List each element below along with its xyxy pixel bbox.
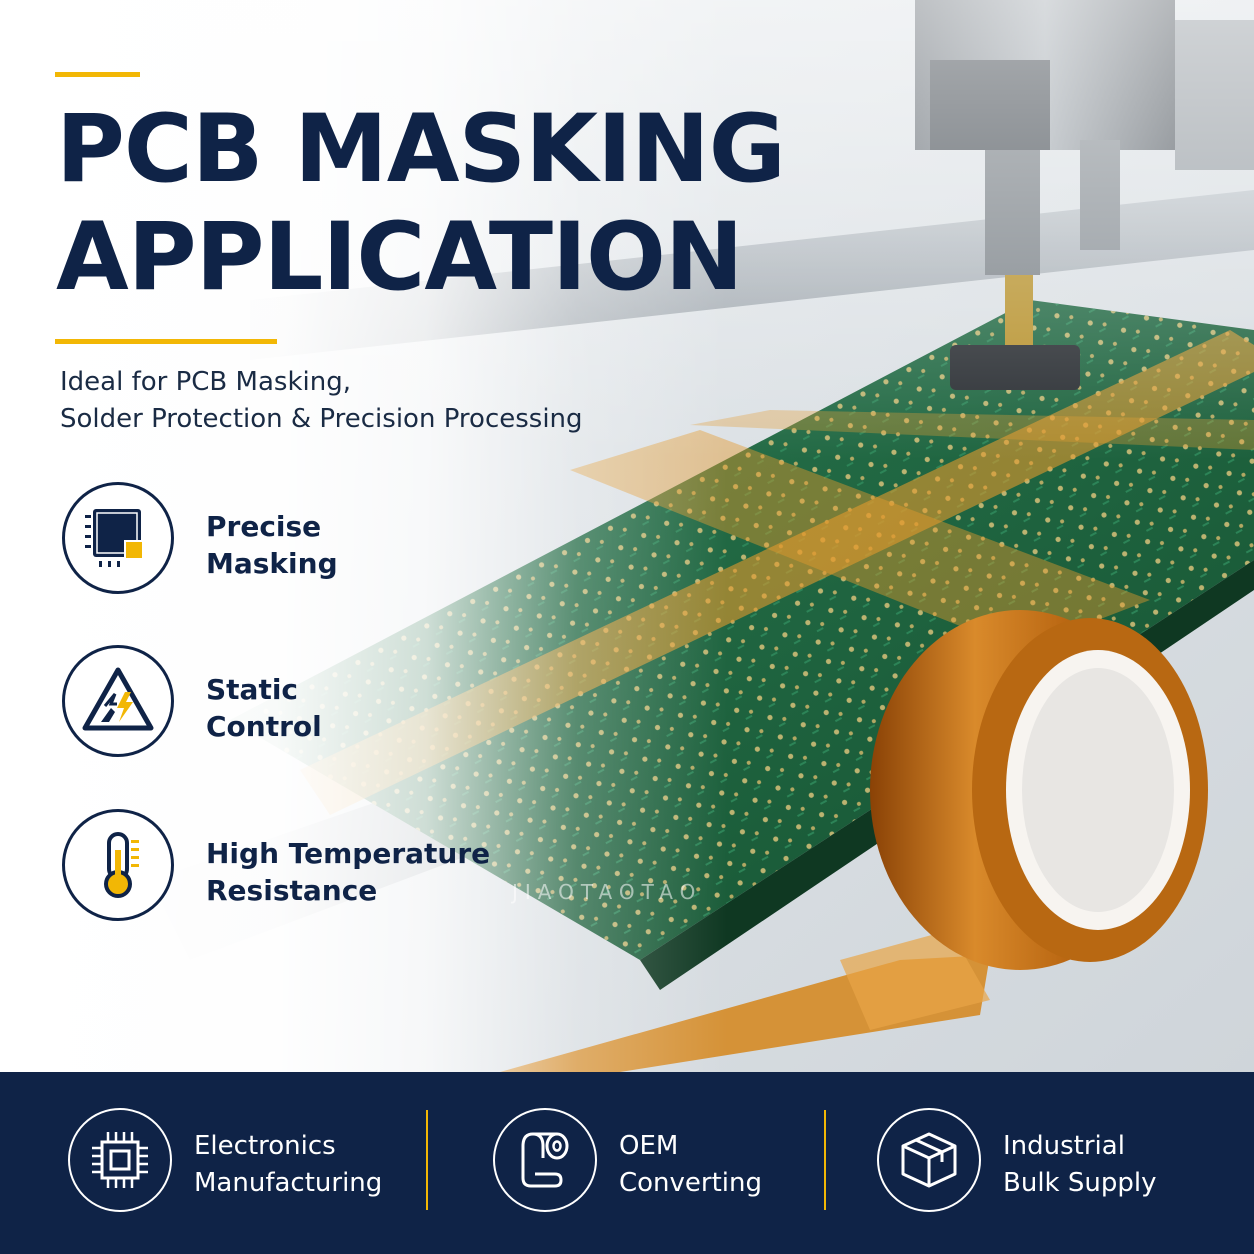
- static-warning-icon: [82, 667, 154, 731]
- feature-label-line-2: Resistance: [206, 874, 378, 907]
- box-icon: [901, 1132, 957, 1188]
- watermark: JIAOTAOTAO: [512, 880, 703, 904]
- footer-label-line-2: Converting: [619, 1168, 763, 1198]
- feature-label: Static Control: [206, 671, 322, 745]
- feature-label: Precise Masking: [206, 508, 338, 582]
- accent-bar-bottom: [55, 339, 277, 344]
- footer-divider: [426, 1110, 428, 1210]
- subtitle: Ideal for PCB Masking, Solder Protection…: [60, 364, 583, 438]
- feature-label: High Temperature Resistance: [206, 835, 490, 909]
- footer-icon-circle: [877, 1108, 981, 1212]
- processor-icon: [92, 1132, 148, 1188]
- feature-static-control: Static Control: [62, 645, 482, 763]
- subtitle-line-1: Ideal for PCB Masking,: [60, 367, 351, 397]
- feature-label-line-1: Static: [206, 673, 299, 706]
- feature-precise-masking: Precise Masking: [62, 482, 482, 600]
- footer-label-line-1: OEM: [619, 1131, 679, 1161]
- subtitle-line-2: Solder Protection & Precision Processing: [60, 404, 583, 434]
- feature-high-temperature: High Temperature Resistance: [62, 809, 490, 927]
- feature-label-line-1: Precise: [206, 510, 322, 543]
- footer-item-label: Electronics Manufacturing: [194, 1128, 382, 1202]
- accent-bar-top: [55, 72, 140, 77]
- feature-label-line-1: High Temperature: [206, 837, 491, 870]
- feature-label-line-2: Control: [206, 710, 322, 743]
- footer-icon-circle: [68, 1108, 172, 1212]
- footer-label-line-1: Electronics: [194, 1131, 336, 1161]
- top-fade-overlay: [0, 0, 1254, 460]
- feature-icon-circle: [62, 482, 174, 594]
- footer-item-label: Industrial Bulk Supply: [1003, 1128, 1156, 1202]
- feature-icon-circle: [62, 645, 174, 757]
- footer-label-line-1: Industrial: [1003, 1131, 1125, 1161]
- feature-icon-circle: [62, 809, 174, 921]
- footer-label-line-2: Bulk Supply: [1003, 1168, 1157, 1198]
- footer-divider: [824, 1110, 826, 1210]
- feature-label-line-2: Masking: [206, 547, 338, 580]
- footer-item-label: OEM Converting: [619, 1128, 762, 1202]
- chip-mask-icon: [85, 509, 144, 567]
- footer-label-line-2: Manufacturing: [194, 1168, 383, 1198]
- footer-icon-circle: [493, 1108, 597, 1212]
- title-line-1: PCB MASKING: [56, 95, 786, 204]
- page-title: PCB MASKING APPLICATION: [56, 95, 786, 312]
- footer-band: Electronics Manufacturing OEM Converting: [0, 1072, 1254, 1254]
- title-line-2: APPLICATION: [56, 203, 744, 312]
- film-roll-icon: [521, 1132, 569, 1188]
- thermometer-icon: [104, 832, 139, 898]
